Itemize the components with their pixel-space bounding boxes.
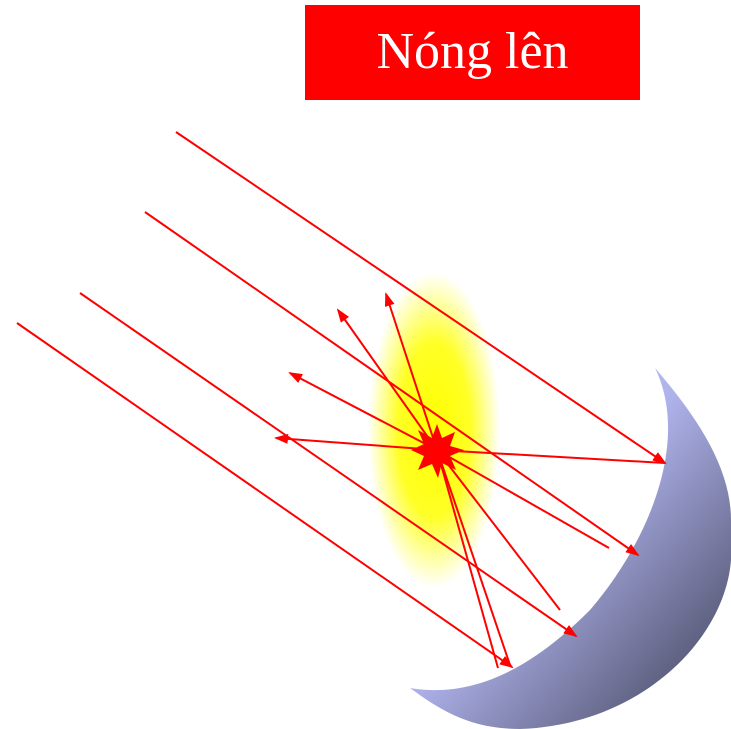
focus-burst: [411, 424, 464, 478]
reflected-ray-7: [288, 372, 438, 451]
reflected-ray-2: [436, 449, 610, 549]
title-text: Nóng lên: [376, 22, 569, 80]
reflected-ray-4: [436, 449, 511, 666]
incident-rays: [16, 131, 667, 669]
incident-ray-4: [16, 322, 514, 669]
reflected-rays: [274, 292, 666, 669]
reflected-ray-6: [336, 308, 438, 451]
reflected-ray-5: [384, 292, 438, 451]
reflected-ray-9: [436, 449, 499, 669]
incident-ray-3: [79, 292, 578, 638]
reflected-ray-3: [436, 449, 561, 611]
reflected-ray-8: [274, 433, 438, 451]
incident-ray-2: [144, 211, 640, 557]
incident-ray-1: [175, 131, 667, 465]
title-banner: Nóng lên: [305, 5, 640, 100]
reflected-ray-1: [436, 449, 666, 464]
focus-glow: [368, 272, 500, 588]
concave-mirror: [410, 368, 731, 729]
